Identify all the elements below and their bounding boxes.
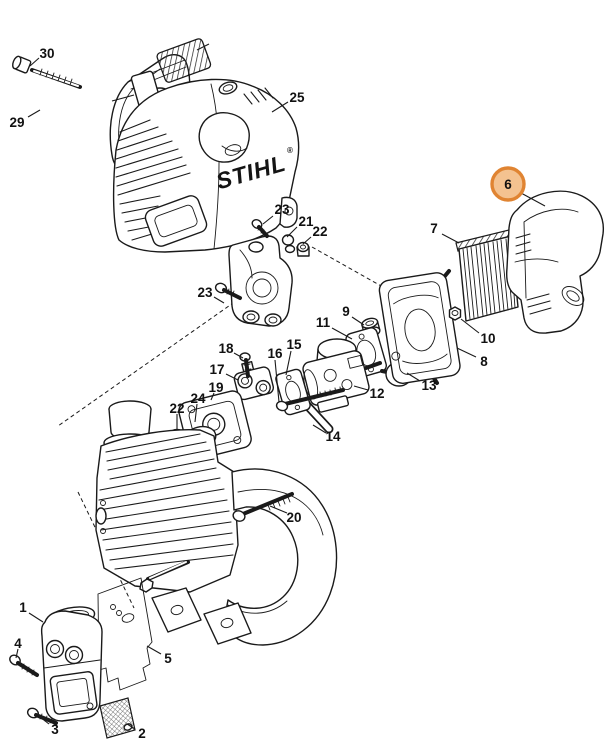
svg-text:23: 23	[197, 285, 213, 300]
svg-text:3: 3	[51, 722, 59, 737]
part-12-carburetor-drawing	[302, 338, 382, 413]
svg-text:23: 23	[274, 202, 290, 217]
part-label-17[interactable]: 17	[209, 362, 239, 381]
svg-text:12: 12	[369, 386, 384, 401]
part-label-2[interactable]: 2	[126, 723, 146, 740]
svg-text:15: 15	[286, 337, 302, 352]
svg-text:4: 4	[14, 636, 22, 651]
information-sticker-hatched	[156, 38, 212, 83]
part-5-heat-shield-drawing	[97, 577, 153, 691]
part-25-engine-cover-drawing: STIHL ®	[111, 38, 300, 253]
part-labels-layer: 1234567891011121314151617181920212222232…	[9, 46, 546, 740]
part-label-12[interactable]: 12	[353, 385, 385, 401]
part-label-29[interactable]: 29	[9, 109, 41, 130]
svg-text:22: 22	[312, 224, 327, 239]
part-label-16[interactable]: 16	[267, 346, 283, 403]
part-30-screw-drawing	[12, 55, 82, 89]
part-16-screw-drawing	[275, 386, 345, 412]
highlight-ring	[490, 166, 526, 202]
part-7-filter-element-drawing	[455, 229, 519, 322]
part-label-18[interactable]: 18	[218, 341, 244, 359]
part-label-11[interactable]: 11	[316, 315, 353, 340]
part-23-bracket-assembly-drawing	[214, 219, 310, 327]
svg-text:24: 24	[190, 391, 206, 406]
part-10-nut-drawing	[448, 306, 462, 321]
svg-text:19: 19	[208, 380, 223, 395]
svg-text:25: 25	[289, 90, 305, 105]
part-label-6[interactable]: 6	[490, 166, 546, 207]
part-label-30[interactable]: 30	[29, 46, 55, 67]
part-6-filter-cover-drawing	[505, 190, 605, 334]
part-label-20[interactable]: 20	[269, 505, 302, 525]
svg-text:18: 18	[218, 341, 234, 356]
svg-text:10: 10	[480, 331, 495, 346]
svg-text:16: 16	[267, 346, 283, 361]
part-4-screw-drawing	[9, 654, 39, 677]
svg-text:2: 2	[138, 726, 146, 740]
svg-text:21: 21	[298, 214, 314, 229]
part-label-3[interactable]: 3	[39, 716, 59, 737]
svg-text:13: 13	[421, 378, 437, 393]
part-2-spark-screen-drawing	[99, 697, 136, 739]
svg-text:8: 8	[480, 354, 488, 369]
part-label-15[interactable]: 15	[285, 337, 302, 376]
engine-cylinder-crankcase-drawing	[95, 400, 338, 646]
part-8-filter-housing-drawing	[378, 269, 461, 385]
svg-text:20: 20	[286, 510, 301, 525]
svg-text:9: 9	[342, 304, 350, 319]
part-label-14[interactable]: 14	[312, 424, 341, 444]
part-label-22[interactable]: 22	[169, 401, 185, 430]
part-label-5[interactable]: 5	[146, 645, 172, 666]
part-label-25[interactable]: 25	[271, 90, 305, 113]
svg-text:22: 22	[169, 401, 184, 416]
svg-text:17: 17	[209, 362, 224, 377]
part-18-screw-drawing	[239, 352, 252, 378]
svg-text:29: 29	[9, 115, 24, 130]
part-3-screw-drawing	[26, 707, 58, 725]
part-label-4[interactable]: 4	[14, 636, 22, 659]
part-label-23[interactable]: 23	[197, 285, 225, 304]
svg-text:30: 30	[39, 46, 54, 61]
registered-trademark: ®	[287, 146, 293, 155]
svg-text:5: 5	[164, 651, 172, 666]
part-label-19[interactable]: 19	[208, 380, 224, 401]
part-label-23[interactable]: 23	[262, 202, 290, 225]
part-1-muffler-drawing	[40, 606, 103, 722]
svg-text:6: 6	[504, 177, 512, 192]
svg-text:7: 7	[430, 221, 438, 236]
part-20-screw-drawing	[232, 492, 294, 522]
part-label-9[interactable]: 9	[342, 304, 365, 326]
part-label-1[interactable]: 1	[19, 600, 44, 623]
part-label-10[interactable]: 10	[460, 318, 496, 346]
part-label-21[interactable]: 21	[286, 214, 314, 238]
svg-text:14: 14	[325, 429, 341, 444]
part-label-24[interactable]: 24	[190, 391, 206, 423]
svg-text:11: 11	[316, 315, 331, 330]
part-label-8[interactable]: 8	[456, 347, 488, 369]
svg-text:1: 1	[19, 600, 27, 615]
part-label-13[interactable]: 13	[406, 372, 437, 393]
part-label-22[interactable]: 22	[302, 224, 328, 245]
part-label-7[interactable]: 7	[430, 221, 460, 244]
